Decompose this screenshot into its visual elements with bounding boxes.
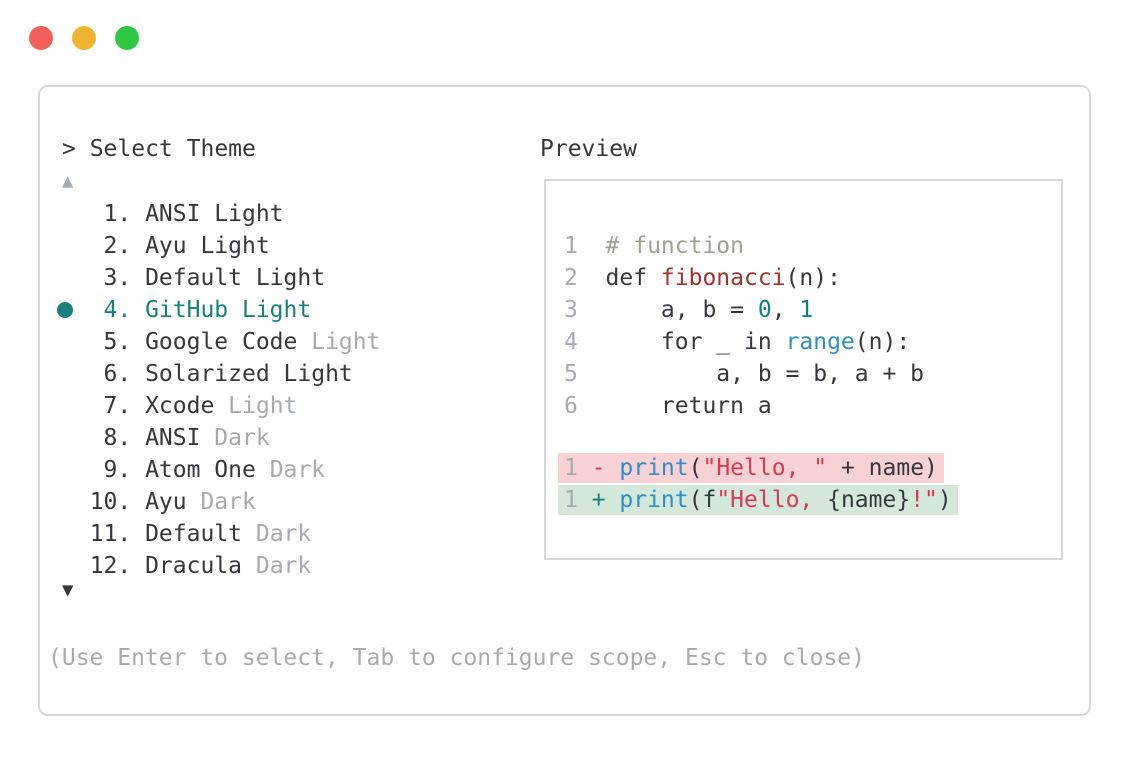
code-token: 0	[757, 297, 772, 323]
theme-item-label: Dark	[255, 457, 326, 483]
theme-list-item[interactable]: 6. Solarized Light	[62, 358, 380, 390]
line-number: 6	[564, 393, 578, 419]
line-number: 2	[564, 265, 578, 291]
theme-list-item[interactable]: 12. Dracula Dark	[62, 550, 380, 582]
theme-item-label: Google Code	[145, 329, 298, 355]
code-token: a, b =	[605, 297, 758, 323]
diff-block: 1-print("Hello, " + name)1+print(f"Hello…	[558, 453, 1061, 517]
code-token: range	[785, 329, 855, 355]
theme-item-label: Dark	[242, 521, 312, 547]
selected-bullet-icon	[57, 302, 73, 318]
code-token: # function	[605, 233, 745, 259]
code-token: (	[688, 455, 703, 481]
code-token: print	[619, 455, 689, 481]
diff-line-removed: 1-print("Hello, " + name)	[558, 453, 944, 483]
diff-marker: -	[591, 455, 606, 481]
scroll-down-icon[interactable]: ▼	[62, 579, 74, 601]
theme-item-label: Dark	[242, 553, 312, 579]
code-line: 4 for _ in range(n):	[564, 326, 1061, 358]
theme-item-number: 3.	[103, 265, 132, 291]
theme-item-label: Light	[297, 329, 381, 355]
theme-list: 1. ANSI Light 2. Ayu Light 3. Default Light 4.…	[57, 198, 381, 582]
theme-item-number: 4.	[103, 297, 132, 323]
line-number: 5	[564, 361, 578, 387]
code-line: 3 a, b = 0, 1	[564, 294, 1061, 326]
theme-item-number: 11.	[89, 521, 132, 547]
minimize-button-icon[interactable]	[72, 26, 96, 50]
theme-item-number: 9.	[103, 457, 132, 483]
theme-list-item[interactable]: 8. ANSI Dark	[62, 422, 380, 454]
theme-list-item[interactable]: 5. Google Code Light	[62, 326, 381, 358]
theme-item-label: Atom One	[145, 457, 256, 483]
code-token: print	[619, 487, 689, 513]
code-token: (f	[688, 487, 717, 513]
preview-label: Preview	[540, 136, 637, 162]
code-token: ,	[771, 297, 800, 323]
theme-item-number: 12.	[89, 553, 132, 579]
code-token: + name)	[827, 455, 938, 481]
code-token: (n):	[854, 329, 911, 355]
code-token: def	[605, 265, 661, 291]
code-token: return a	[605, 393, 772, 419]
theme-item-number: 5.	[103, 329, 132, 355]
theme-item-label: Dark	[186, 489, 256, 515]
theme-list-item[interactable]: 7. Xcode Light	[62, 390, 380, 422]
theme-item-label: Dracula	[145, 553, 242, 579]
code-line: 5 a, b = b, a + b	[564, 358, 1061, 390]
window-controls	[29, 26, 139, 50]
theme-list-item[interactable]: 4. GitHub Light	[57, 294, 380, 326]
line-number: 3	[564, 297, 578, 323]
theme-item-label: Ayu	[145, 489, 187, 515]
scroll-up-icon[interactable]: ▲	[62, 170, 74, 192]
diff-line-added: 1 + print(f"Hello, {name}!")	[558, 485, 958, 515]
theme-item-label: Default	[145, 521, 242, 547]
theme-item-label: Ayu Light	[145, 233, 270, 259]
theme-item-label: GitHub Light	[145, 297, 312, 323]
close-button-icon[interactable]	[29, 26, 53, 50]
code-token: for _ in	[605, 329, 786, 355]
theme-list-item[interactable]: 11. Default Dark	[62, 518, 380, 550]
select-theme-prompt: > Select Theme	[62, 136, 256, 162]
line-number: 4	[564, 329, 578, 355]
theme-item-label: Solarized Light	[145, 361, 353, 387]
theme-item-number: 10.	[89, 489, 132, 515]
theme-item-label: Dark	[200, 425, 270, 451]
theme-item-number: 8.	[103, 425, 132, 451]
code-token: !"	[910, 487, 938, 513]
theme-item-number: 7.	[103, 393, 132, 419]
code-line: 1 # function	[564, 230, 1061, 262]
code-token: fibonacci	[660, 265, 786, 291]
theme-list-item[interactable]: 1. ANSI Light	[62, 198, 380, 230]
theme-list-item[interactable]: 10. Ayu Dark	[62, 486, 380, 518]
theme-item-number: 2.	[103, 233, 132, 259]
theme-item-label: ANSI Light	[145, 201, 284, 227]
line-number: 1	[564, 487, 578, 513]
maximize-button-icon[interactable]	[115, 26, 139, 50]
theme-item-label: Xcode	[145, 393, 215, 419]
code-token: {name}	[827, 487, 911, 513]
code-token: (n):	[785, 265, 841, 291]
theme-list-item[interactable]: 9. Atom One Dark	[62, 454, 380, 486]
theme-item-label: Default Light	[145, 265, 326, 291]
theme-item-number: 6.	[103, 361, 132, 387]
theme-item-label: ANSI	[145, 425, 201, 451]
line-number: 1	[564, 233, 578, 259]
code-token: a, b = b, a + b	[605, 361, 925, 387]
code-line: 6 return a	[564, 390, 1061, 422]
code-token: "Hello, "	[702, 455, 828, 481]
theme-item-label: Light	[214, 393, 298, 419]
code-token: 1	[799, 297, 814, 323]
theme-item-number: 1.	[103, 201, 132, 227]
line-number: 1	[564, 455, 578, 481]
code-token: "Hello,	[716, 487, 828, 513]
theme-list-item[interactable]: 2. Ayu Light	[62, 230, 380, 262]
code-line: 2 def fibonacci(n):	[564, 262, 1061, 294]
theme-picker-panel: > Select Theme ▲ 1. ANSI Light 2. Ayu Light…	[38, 85, 1091, 716]
diff-marker: +	[591, 487, 606, 513]
theme-list-item[interactable]: 3. Default Light	[62, 262, 380, 294]
help-text: (Use Enter to select, Tab to configure s…	[48, 645, 865, 671]
code-token: )	[937, 487, 952, 513]
